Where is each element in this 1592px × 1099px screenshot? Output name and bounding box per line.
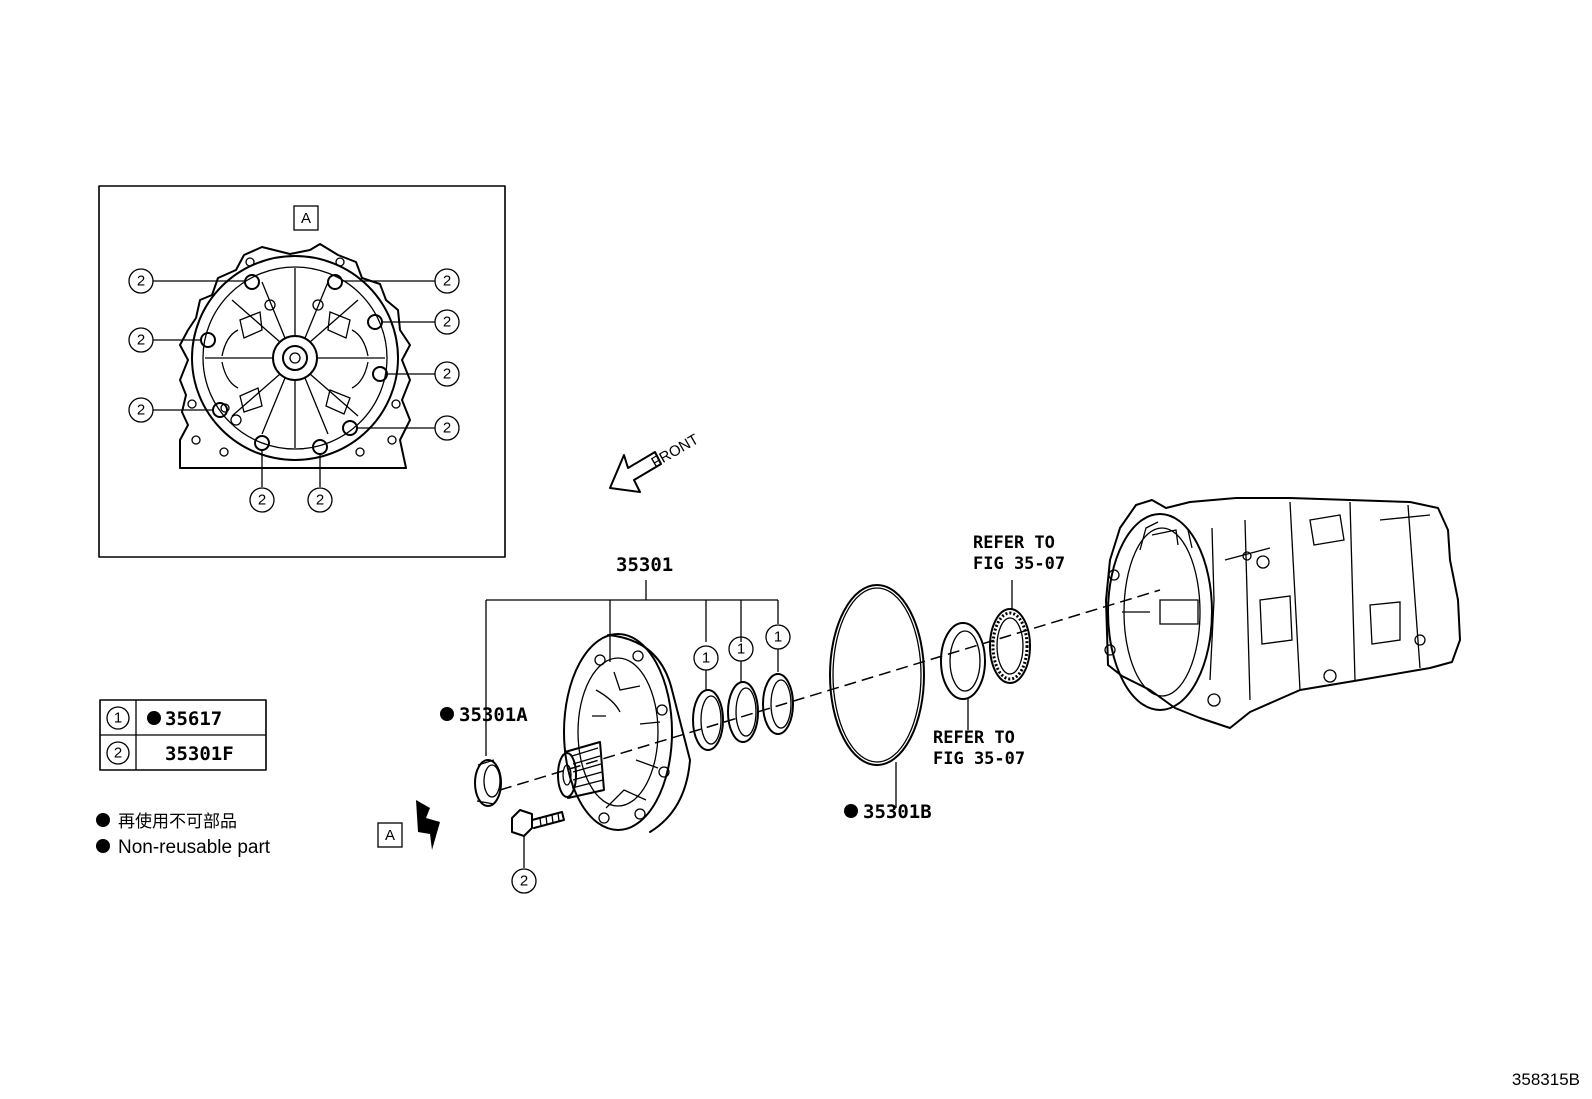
svg-text:2: 2	[114, 745, 122, 762]
seal-ring-a	[692, 689, 724, 751]
callout-2-left-mid: 2	[128, 327, 154, 353]
svg-text:2: 2	[137, 402, 145, 419]
thrust-washer-drawing	[940, 622, 986, 730]
non-reusable-dot	[96, 813, 110, 827]
svg-text:2: 2	[258, 492, 266, 509]
view-a-leader-lines	[153, 280, 435, 487]
svg-text:1: 1	[114, 710, 122, 727]
refer-note-1-line1: REFER TO	[973, 533, 1055, 553]
svg-text:1: 1	[737, 641, 745, 658]
svg-text:1: 1	[774, 629, 782, 646]
svg-text:2: 2	[137, 332, 145, 349]
callout-2-right-top: 2	[434, 268, 460, 294]
legend: 再使用不可部品 Non-reusable part	[96, 811, 271, 858]
seal-ring-b	[727, 681, 759, 743]
thrust-bearing-drawing	[989, 580, 1031, 684]
callout-1-ring-c: 1	[765, 624, 791, 650]
legend-en: Non-reusable part	[118, 837, 271, 858]
key-part-35301f: 35301F	[165, 743, 234, 765]
callout-2-right-low: 2	[434, 415, 460, 441]
svg-text:2: 2	[443, 314, 451, 331]
svg-text:2: 2	[443, 366, 451, 383]
non-reusable-dot	[96, 839, 110, 853]
label-35301b: 35301B	[863, 801, 932, 823]
label-35301: 35301	[616, 554, 673, 576]
svg-text:A: A	[385, 827, 395, 844]
callout-key-table: 1 35617 2 35301F	[99, 699, 267, 771]
callout-2-left-low: 2	[128, 397, 154, 423]
svg-text:1: 1	[702, 650, 710, 667]
pump-cover-face-drawing	[179, 243, 411, 469]
oil-seal-drawing	[474, 759, 502, 807]
non-reusable-dot	[844, 804, 858, 818]
pump-bolt-drawing	[511, 809, 565, 868]
label-35301a: 35301A	[459, 704, 528, 726]
legend-jp: 再使用不可部品	[118, 811, 237, 831]
non-reusable-dot	[440, 707, 454, 721]
svg-text:2: 2	[520, 873, 528, 890]
callout-2-pump-bolt: 2	[511, 868, 537, 894]
view-a-indicator: A	[377, 800, 440, 850]
front-arrow-icon: FRONT	[609, 431, 702, 493]
callout-2-left-top: 2	[128, 268, 154, 294]
front-label: FRONT	[649, 431, 702, 472]
key-row-1: 1 35617	[106, 706, 222, 730]
callout-2-right-second: 2	[434, 309, 460, 335]
svg-text:2: 2	[137, 273, 145, 290]
callout-2-bottom-left: 2	[249, 487, 275, 513]
refer-note-1-line2: FIG 35-07	[973, 554, 1065, 574]
detail-view-a: A	[98, 185, 506, 558]
view-tag-label: A	[301, 210, 311, 227]
view-arrow-icon	[416, 800, 440, 850]
svg-text:2: 2	[316, 492, 324, 509]
key-part-35617: 35617	[165, 708, 222, 730]
callout-2-right-third: 2	[434, 361, 460, 387]
oil-pump-drawing	[557, 633, 691, 833]
non-reusable-dot	[147, 711, 161, 725]
refer-note-2-line2: FIG 35-07	[933, 749, 1025, 769]
seal-ring-c	[762, 673, 794, 735]
callout-1-ring-a: 1	[693, 645, 719, 671]
svg-text:2: 2	[443, 273, 451, 290]
key-row-2: 2 35301F	[106, 741, 234, 765]
figure-code: 358315B	[1512, 1070, 1580, 1089]
assembly-bracket	[485, 580, 779, 756]
refer-note-2-line1: REFER TO	[933, 728, 1015, 748]
callout-2-bottom-right: 2	[307, 487, 333, 513]
svg-text:2: 2	[443, 420, 451, 437]
o-ring-drawing	[829, 584, 925, 808]
transmission-case-drawing	[1104, 497, 1461, 729]
callout-1-ring-b: 1	[728, 636, 754, 662]
